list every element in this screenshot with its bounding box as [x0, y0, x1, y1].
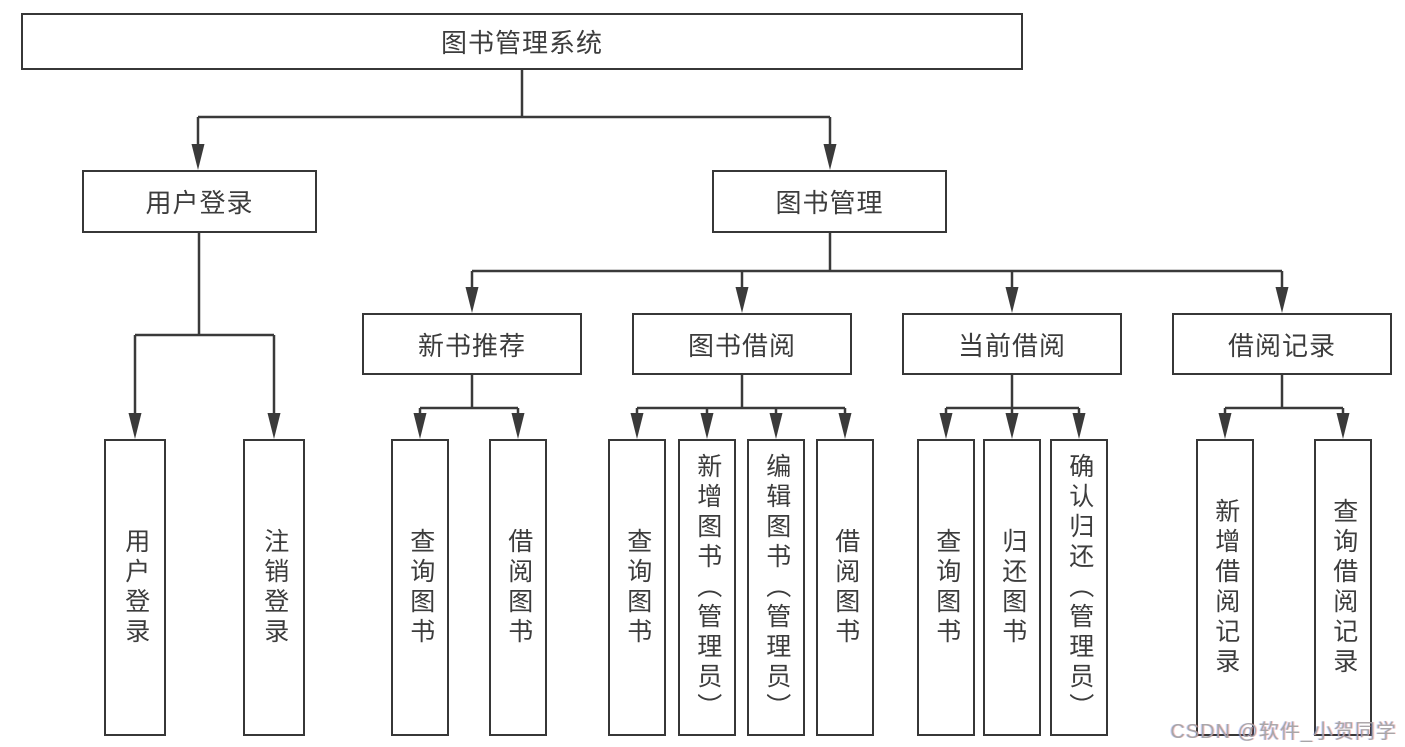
- node-label: 编辑图书（管理员）: [762, 452, 791, 723]
- node-user-login: 用户登录: [104, 439, 166, 736]
- node-book-borrowing: 图书借阅: [632, 313, 852, 375]
- node-label: 新增图书（管理员）: [693, 452, 722, 723]
- node-label: 查询图书: [406, 527, 435, 648]
- node-label: 新增借阅记录: [1211, 497, 1240, 678]
- node-label: 图书管理系统: [440, 28, 603, 58]
- node-label: 借阅图书: [504, 527, 533, 648]
- node-label: 查询图书: [932, 527, 961, 648]
- node-root-library-system: 图书管理系统: [21, 13, 1023, 70]
- node-label: 查询图书: [623, 527, 652, 648]
- node-book-management: 图书管理: [712, 170, 947, 233]
- node-cb-confirm-return-admin: 确认归还（管理员）: [1050, 439, 1108, 736]
- node-label: 用户登录: [145, 188, 254, 218]
- node-label: 用户登录: [121, 527, 150, 648]
- node-current-borrowing: 当前借阅: [902, 313, 1122, 375]
- watermark-text: CSDN @软件_小贺同学: [1170, 721, 1397, 743]
- node-bb-query-books: 查询图书: [608, 439, 666, 736]
- node-borrowing-records: 借阅记录: [1172, 313, 1392, 375]
- node-nbr-query-books: 查询图书: [391, 439, 449, 736]
- node-bb-add-books-admin: 新增图书（管理员）: [678, 439, 736, 736]
- node-label: 当前借阅: [957, 330, 1066, 361]
- node-label: 借阅记录: [1227, 330, 1336, 361]
- node-bb-borrow-books: 借阅图书: [816, 439, 874, 736]
- node-bb-edit-books-admin: 编辑图书（管理员）: [747, 439, 805, 736]
- node-new-book-recommend: 新书推荐: [362, 313, 582, 375]
- node-user-login-group: 用户登录: [82, 170, 317, 233]
- node-logout: 注销登录: [243, 439, 305, 736]
- node-label: 归还图书: [998, 527, 1027, 648]
- node-label: 查询借阅记录: [1329, 497, 1358, 678]
- node-label: 借阅图书: [831, 527, 860, 648]
- node-label: 确认归还（管理员）: [1065, 452, 1094, 723]
- node-cb-return-books: 归还图书: [983, 439, 1041, 736]
- node-br-add-record: 新增借阅记录: [1196, 439, 1254, 736]
- node-label: 图书管理: [775, 188, 884, 218]
- node-br-query-record: 查询借阅记录: [1314, 439, 1372, 736]
- node-label: 新书推荐: [417, 330, 526, 361]
- node-label: 注销登录: [260, 527, 289, 648]
- node-nbr-borrow-books: 借阅图书: [489, 439, 547, 736]
- node-label: 图书借阅: [687, 330, 796, 361]
- node-cb-query-books: 查询图书: [917, 439, 975, 736]
